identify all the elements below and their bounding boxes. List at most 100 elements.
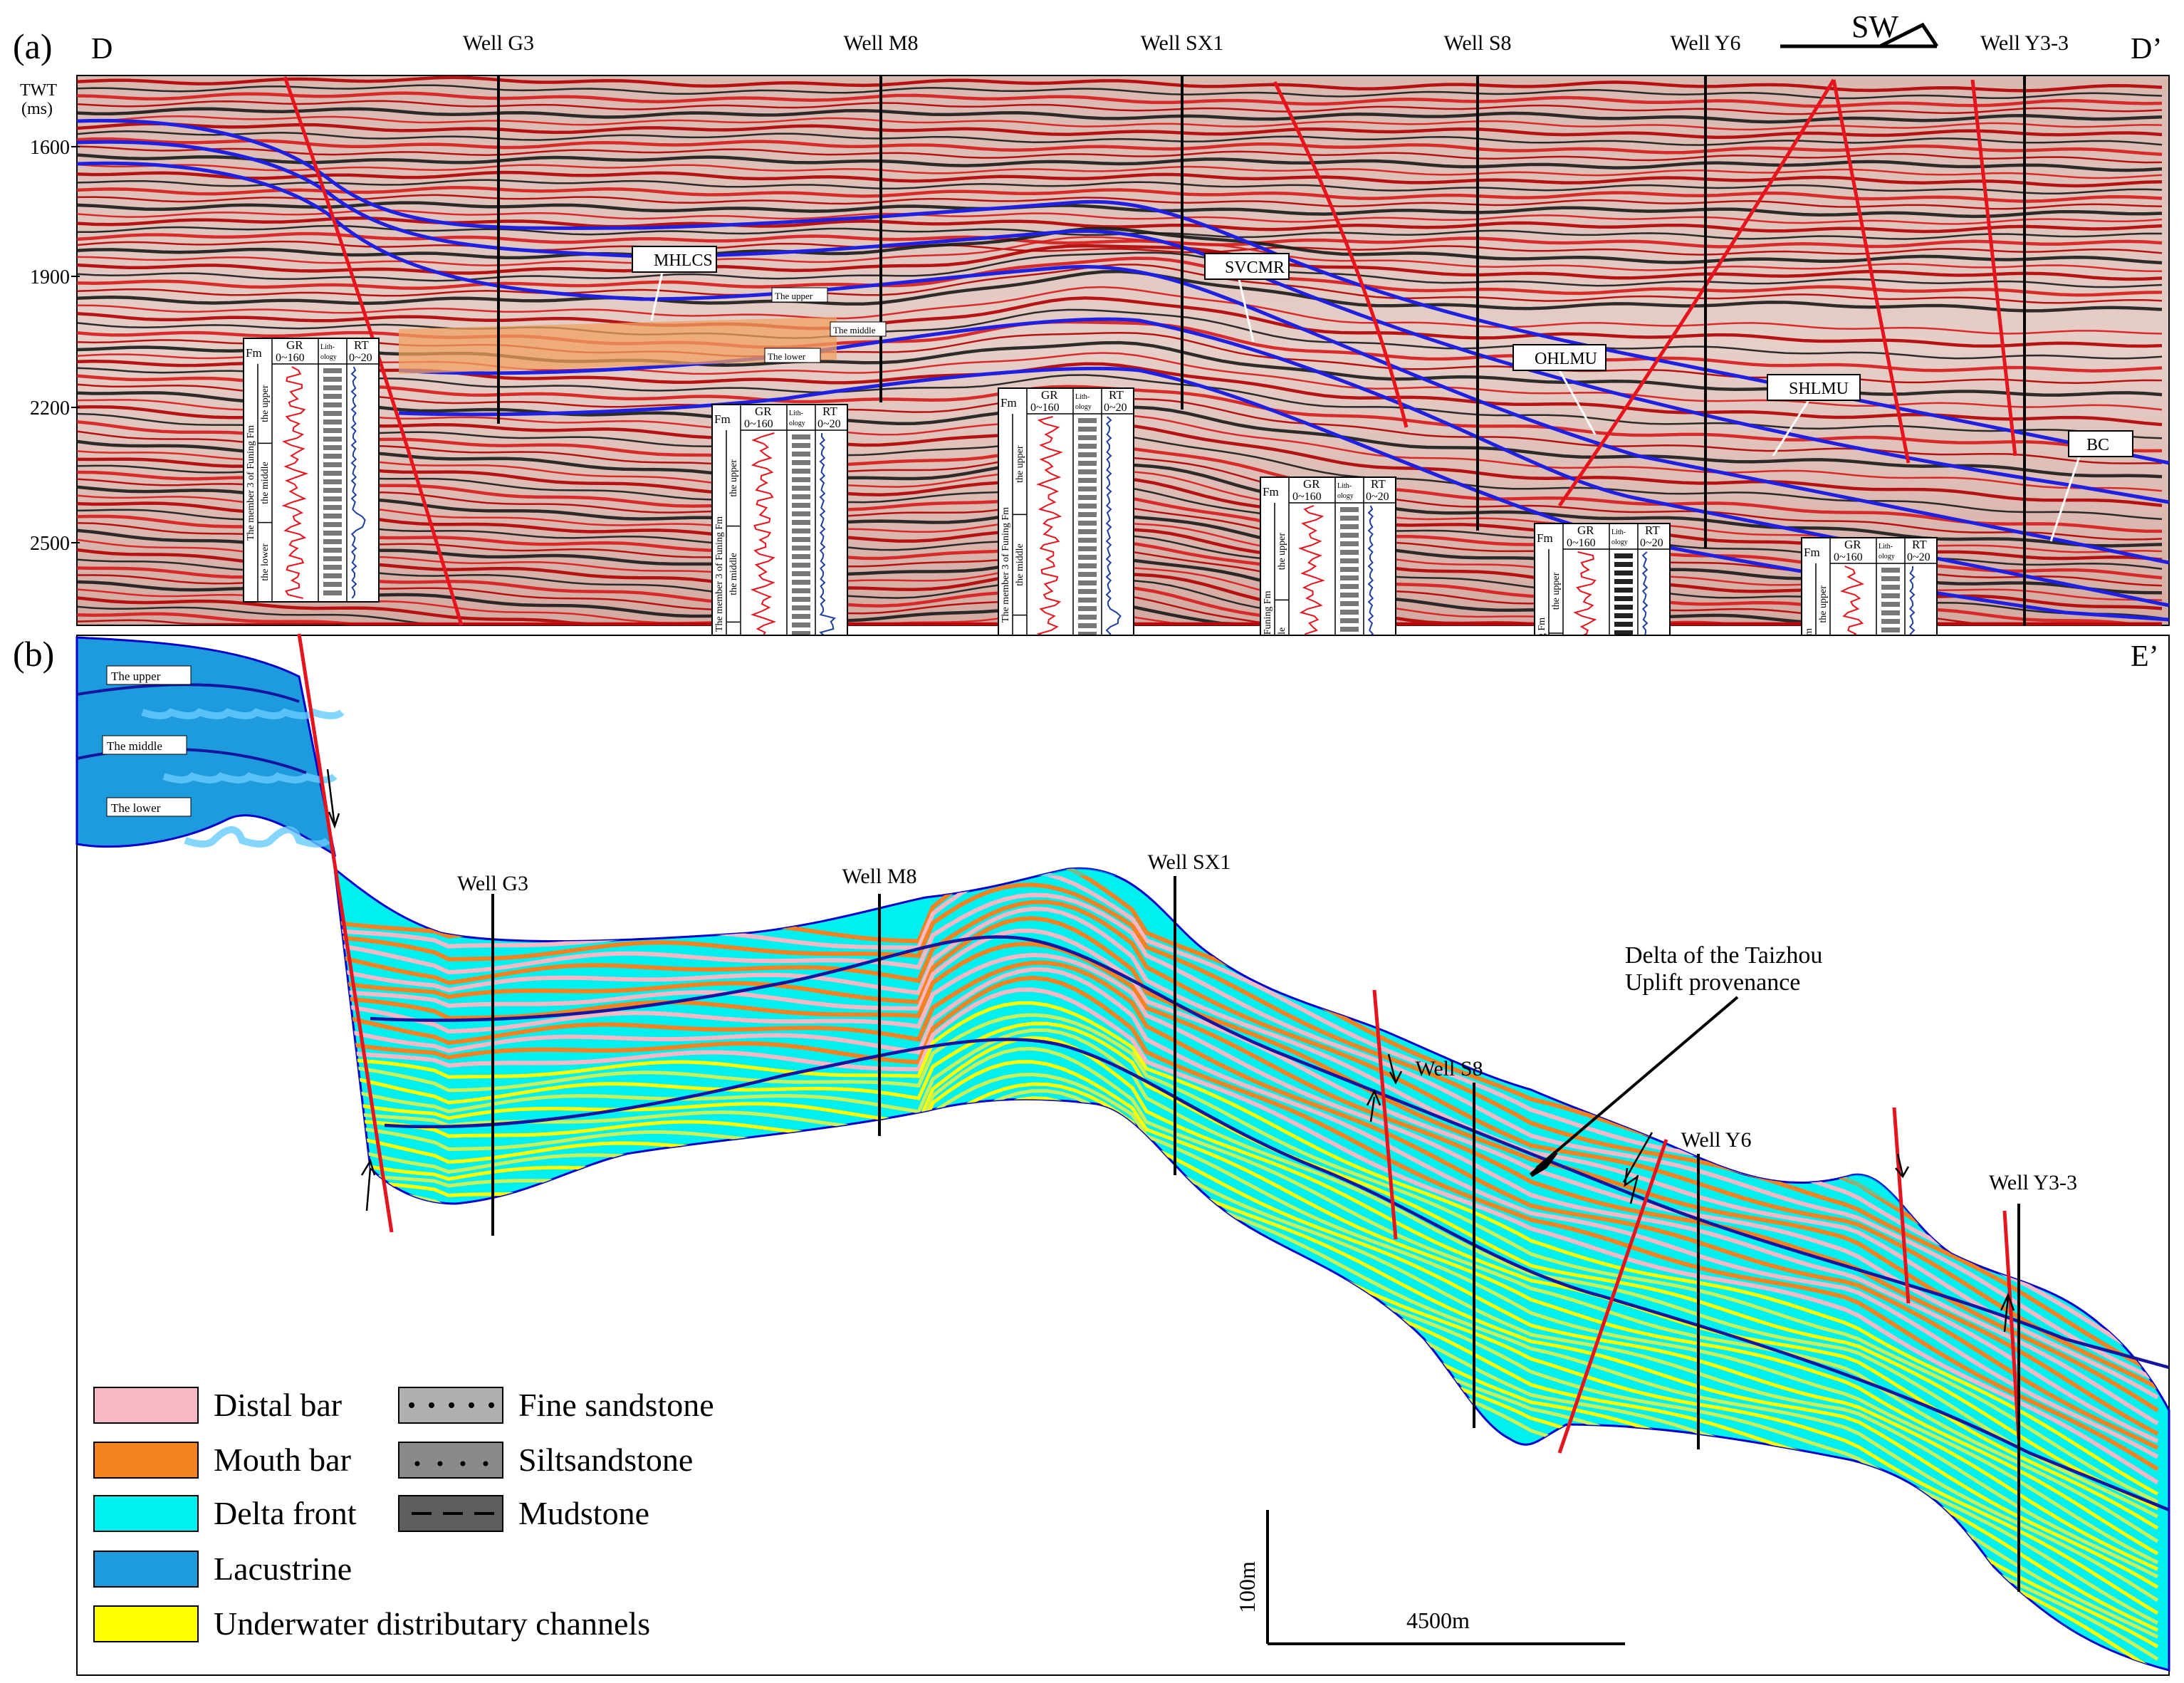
unit-label-b-0: The upper <box>111 669 161 683</box>
log-fm: Fm <box>1000 396 1017 410</box>
delta-annotation: Delta of the Taizhou Uplift provenance <box>1529 942 1822 1177</box>
panel-a-label: (a) <box>13 26 53 66</box>
legend-item-0: Distal bar <box>93 1387 342 1424</box>
axis-title-twt: TWT <box>20 81 57 100</box>
log-fm: Fm <box>1804 546 1820 559</box>
unit-label-b-1: The middle <box>107 739 162 753</box>
well-label-a-5: Well Y3-3 <box>1980 31 2069 55</box>
log-rt: RT <box>1645 523 1660 537</box>
log-lith-2: ology <box>1075 403 1092 411</box>
log-lith-1: Lith- <box>1337 482 1352 490</box>
well-lines-b <box>491 876 2020 1592</box>
log-sub-1: the middle <box>1015 543 1025 586</box>
panel-a-left-end: D <box>91 33 113 66</box>
well-label-b-2: Well SX1 <box>1148 850 1231 874</box>
well-label-a-0: Well G3 <box>463 31 534 55</box>
legend-label-6: Siltsandstone <box>518 1442 693 1478</box>
seismic-annotations: MHLCS SVCMR OHLMU SHLMU BC <box>632 246 2133 542</box>
log-lith-2: ology <box>320 353 337 361</box>
log-lith-1: Lith- <box>1879 543 1893 551</box>
log-gr-range: 0~160 <box>1834 551 1863 563</box>
well-label-b-5: Well Y3-3 <box>1989 1171 2077 1194</box>
log-gr-range: 0~160 <box>1567 537 1596 549</box>
log-rt: RT <box>822 405 837 418</box>
log-gr: GR <box>1844 538 1861 551</box>
log-gr: GR <box>286 338 303 352</box>
log-formation: The member 3 of Funing Fm <box>1000 507 1011 622</box>
log-rt: RT <box>1371 477 1386 491</box>
well-label-b-3: Well S8 <box>1415 1057 1483 1080</box>
scale-bar: 100m 4500m <box>1234 1510 1625 1645</box>
legend-label-4: Underwater distributary channels <box>214 1605 650 1642</box>
log-rt: RT <box>1912 538 1927 551</box>
log-fm: Fm <box>714 412 731 426</box>
legend-item-3: Lacustrine <box>93 1551 352 1588</box>
log-rt-range: 0~20 <box>1104 402 1127 414</box>
scale-vertical-label: 100m <box>1234 1561 1260 1613</box>
log-lith-2: ology <box>789 420 805 427</box>
log-sub-0: the upper <box>1015 445 1025 483</box>
log-lith-1: Lith- <box>789 410 803 417</box>
log-sub-0: the upper <box>1277 533 1287 570</box>
annotation-3: SHLMU <box>1789 380 1849 398</box>
legend-label-1: Mouth bar <box>214 1442 351 1478</box>
well-label-a-4: Well Y6 <box>1671 31 1741 55</box>
log-sub-2: the lower <box>260 543 271 581</box>
log-gr-range: 0~160 <box>276 352 305 364</box>
log-lith-2: ology <box>1337 492 1354 500</box>
annotation-0: MHLCS <box>654 251 713 270</box>
legend-item-7: Mudstone <box>398 1495 649 1532</box>
well-label-b-4: Well Y6 <box>1681 1128 1752 1152</box>
log-fm: Fm <box>1263 485 1279 499</box>
log-rt-range: 0~20 <box>349 352 372 364</box>
delta-label-line-1: Delta of the Taizhou <box>1625 942 1822 969</box>
blue-horizons-b <box>370 935 2170 1512</box>
log-sub-1: the middle <box>260 462 271 504</box>
tick-2500: 2500 <box>30 533 70 555</box>
log-rt-range: 0~20 <box>1640 537 1663 549</box>
legend-label-3: Lacustrine <box>214 1551 352 1587</box>
well-label-b-0: Well G3 <box>457 872 528 895</box>
well-label-a-2: Well SX1 <box>1141 31 1224 55</box>
well-lines-a <box>497 75 2026 625</box>
log-gr-range: 0~160 <box>1030 402 1060 414</box>
log-rt-range: 0~20 <box>1907 551 1930 563</box>
log-gr-range: 0~160 <box>744 418 773 430</box>
log-rt: RT <box>1109 388 1124 402</box>
tick-1900: 1900 <box>30 266 70 288</box>
log-gr: GR <box>755 405 772 418</box>
log-formation: The member 3 of Funing Fm <box>246 425 256 541</box>
unit-label-a-2: The lower <box>768 351 806 362</box>
legend-item-2: Delta front <box>93 1495 357 1532</box>
legend-item-5: Fine sandstone <box>398 1387 714 1424</box>
log-sub-0: the upper <box>1818 585 1829 623</box>
annotation-2: OHLMU <box>1535 350 1597 368</box>
log-rt-range: 0~20 <box>817 418 841 430</box>
log-gr: GR <box>1303 477 1320 491</box>
tick-1600: 1600 <box>30 137 70 159</box>
legend-item-6: Siltsandstone <box>398 1442 693 1479</box>
log-gr: GR <box>1041 388 1058 402</box>
log-sub-0: the upper <box>1551 572 1562 610</box>
legend-item-4: Underwater distributary channels <box>93 1605 650 1642</box>
annotation-1: SVCMR <box>1225 259 1285 277</box>
unit-label-b-2: The lower <box>111 801 161 815</box>
red-faults-a <box>283 76 2017 626</box>
legend-label-2: Delta front <box>214 1495 357 1531</box>
scale-horizontal-label: 4500m <box>1406 1608 1470 1633</box>
log-lith-2: ology <box>1611 538 1628 546</box>
well-label-b-1: Well M8 <box>842 865 916 888</box>
axis-title-ms: (ms) <box>21 100 53 118</box>
log-gr: GR <box>1577 523 1594 537</box>
log-rt-range: 0~20 <box>1366 491 1389 503</box>
panel-b-right-end: E’ <box>2131 640 2159 673</box>
blue-horizons <box>76 118 2170 622</box>
annotation-4: BC <box>2086 436 2109 454</box>
